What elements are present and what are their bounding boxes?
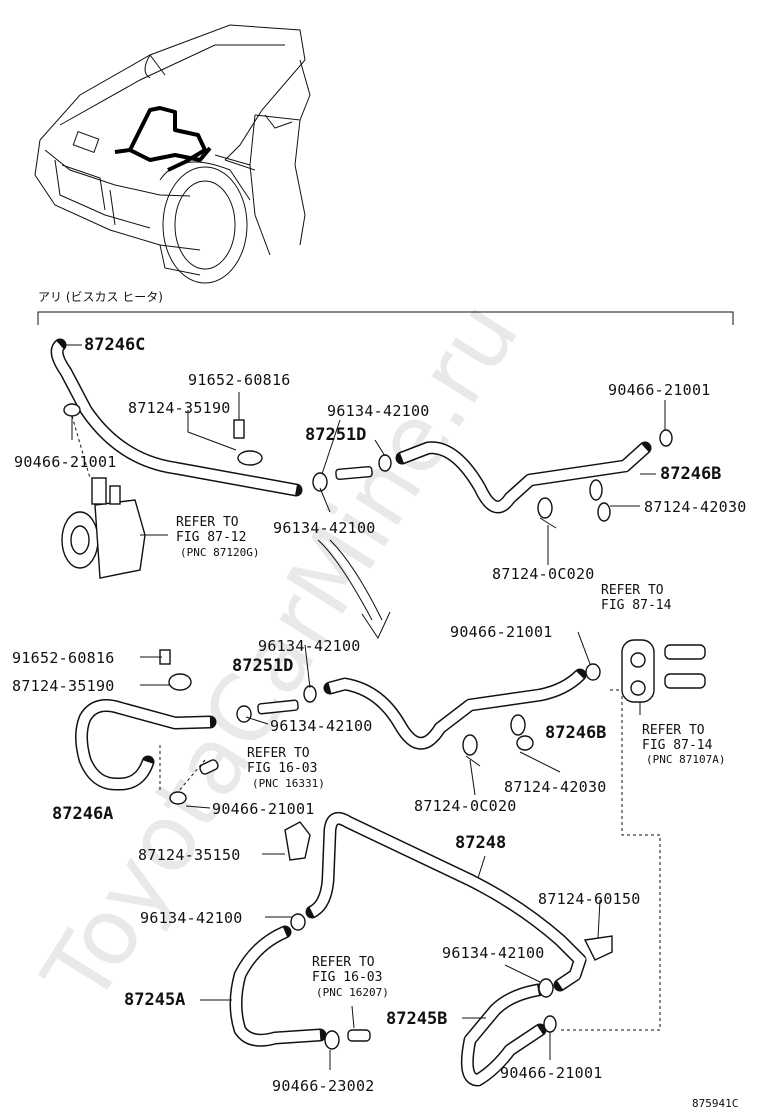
label-87245A: 87245A — [124, 990, 185, 1010]
label-91652-top: 91652-60816 — [188, 371, 291, 389]
label-87124-0C020-top: 87124-0C020 — [492, 565, 595, 583]
label-87246B-mid: 87246B — [545, 723, 606, 743]
clamp-96134-low-left — [290, 913, 306, 931]
label-87124-60150: 87124-60150 — [538, 890, 641, 908]
option-bracket — [37, 311, 734, 325]
svg-text:(PNC 16331): (PNC 16331) — [252, 777, 325, 790]
fitting-16207 — [347, 1029, 371, 1042]
svg-text:FIG 87-12: FIG 87-12 — [176, 530, 246, 545]
label-96134-mid2: 96134-42100 — [258, 637, 361, 655]
svg-text:(PNC 87120G): (PNC 87120G) — [180, 546, 259, 559]
label-87246B-top: 87246B — [660, 464, 721, 484]
clamp-96134-top-b — [378, 454, 392, 472]
label-87124-35190-mid: 87124-35190 — [12, 677, 115, 695]
clip-87124-0C020-top — [537, 497, 557, 529]
bolt-91652-top — [233, 413, 245, 439]
svg-text:(PNC 16207): (PNC 16207) — [316, 986, 389, 999]
fitting-16331 — [199, 759, 219, 775]
pipe-87251D-top — [335, 466, 373, 480]
clamp-90466-mid — [585, 663, 601, 681]
clip-87124-42030-mid — [510, 714, 534, 751]
label-96134-mid: 96134-42100 — [273, 519, 376, 537]
label-90466-bottom: 90466-21001 — [500, 1064, 603, 1082]
svg-text:REFER TO: REFER TO — [176, 515, 239, 530]
label-90466-mid: 90466-21001 — [450, 623, 553, 641]
svg-text:FIG 16-03: FIG 16-03 — [247, 761, 317, 776]
label-87251D-top: 87251D — [305, 425, 366, 445]
leader-lines — [62, 344, 666, 1070]
clamp-90466-left — [63, 403, 81, 417]
ref-pump: REFER TO FIG 87-12 (PNC 87120G) — [176, 515, 259, 559]
label-90466-left: 90466-21001 — [14, 453, 117, 471]
clip-87124-42030-top — [589, 479, 611, 522]
hose-87245A — [229, 925, 327, 1047]
label-87251D-mid: 87251D — [232, 656, 293, 676]
clamp-96134-mid-a — [236, 705, 252, 723]
label-87246A: 87246A — [52, 804, 113, 824]
label-87245B: 87245B — [386, 1009, 447, 1029]
svg-text:FIG 87-14: FIG 87-14 — [642, 738, 713, 753]
svg-text:FIG 16-03: FIG 16-03 — [312, 970, 382, 985]
label-87124-42030-mid: 87124-42030 — [504, 778, 607, 796]
svg-text:REFER TO: REFER TO — [601, 583, 664, 598]
label-87124-42030-top: 87124-42030 — [644, 498, 747, 516]
svg-text:REFER TO: REFER TO — [247, 746, 310, 761]
bracket-87124-60150 — [583, 935, 613, 961]
label-91652-mid: 91652-60816 — [12, 649, 115, 667]
label-96134-low-left: 96134-42100 — [140, 909, 243, 927]
label-87124-35150: 87124-35150 — [138, 846, 241, 864]
pipe-87251D-mid — [257, 699, 299, 715]
clamp-90466-23002 — [324, 1030, 340, 1050]
clamp-90466-bottom — [543, 1015, 557, 1033]
label-87246C: 87246C — [84, 335, 145, 355]
svg-text:FIG 87-14: FIG 87-14 — [601, 598, 672, 613]
heater-hose-route-highlight — [114, 106, 212, 172]
label-87124-35190-top: 87124-35190 — [128, 399, 231, 417]
ref-fig16-03-a: REFER TO FIG 16-03 (PNC 16331) — [247, 746, 325, 790]
heater-unit-fitting — [621, 639, 706, 703]
clamp-96134-top-a — [312, 472, 328, 492]
clip-87124-0C020-mid — [462, 734, 481, 767]
clip-87124-35150 — [284, 821, 311, 861]
ref-fig87-14-right: REFER TO FIG 87-14 (PNC 87107A) — [642, 723, 725, 766]
clip-87124-35190-mid — [168, 673, 192, 691]
option-header: アリ (ビスカス ヒータ) — [38, 290, 163, 304]
water-pump — [61, 477, 146, 579]
label-96134-low-right: 96134-42100 — [442, 944, 545, 962]
label-87124-0C020-mid: 87124-0C020 — [414, 797, 517, 815]
svg-text:REFER TO: REFER TO — [312, 955, 375, 970]
label-90466-23002: 90466-23002 — [272, 1077, 375, 1095]
label-96134-mid3: 96134-42100 — [270, 717, 373, 735]
svg-text:REFER TO: REFER TO — [642, 723, 705, 738]
clamp-96134-mid-b — [303, 685, 317, 703]
clamp-90466-top-right — [659, 429, 673, 447]
ref-fig16-03-b: REFER TO FIG 16-03 (PNC 16207) — [312, 955, 389, 999]
figure-code: 875941C — [692, 1097, 738, 1110]
transition-arrow — [317, 539, 391, 640]
label-90466-low: 90466-21001 — [212, 800, 315, 818]
clamp-96134-low-right — [538, 978, 554, 998]
svg-text:(PNC 87107A): (PNC 87107A) — [646, 753, 725, 766]
ref-fig87-14-top: REFER TO FIG 87-14 — [601, 583, 672, 613]
clamp-90466-low — [169, 791, 187, 805]
label-87248: 87248 — [455, 833, 506, 853]
clip-87124-35190-top — [237, 450, 263, 466]
label-96134-top: 96134-42100 — [327, 402, 430, 420]
vehicle-illustration — [34, 24, 311, 284]
label-90466-top-right: 90466-21001 — [608, 381, 711, 399]
